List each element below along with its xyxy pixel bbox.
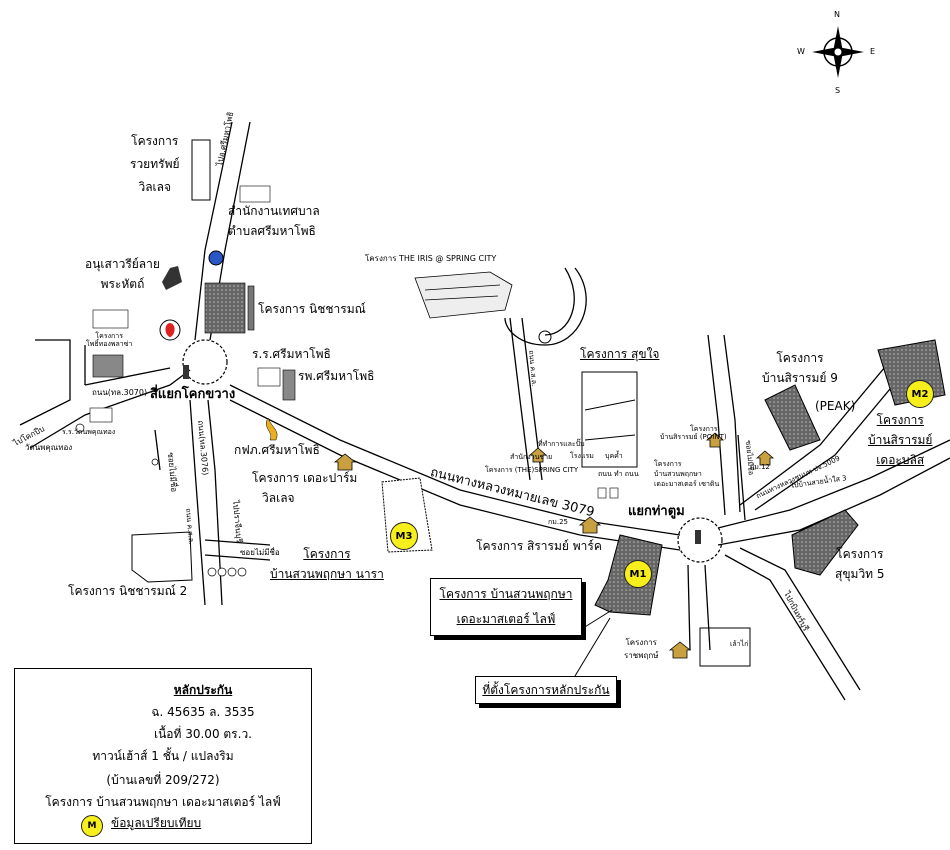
km-12-label: กม.12 (750, 463, 770, 471)
pea-label: กฟภ.ศรีมหาโพธิ (234, 443, 320, 457)
school-label: ร.ร.ศรีมหาโพธิ (252, 347, 331, 361)
sirarom9-plot (764, 384, 821, 451)
legend-marker: M (81, 815, 103, 837)
marker-m2: M2 (906, 380, 934, 408)
factory-label: โรงแรม (570, 452, 594, 460)
monument-label: อนุเสาวรีย์ลายพระหัตถ์ (85, 257, 160, 291)
traffic-light-icon (183, 365, 701, 544)
subject-project-callout: โครงการ บ้านสวนพฤกษา เดอะมาสเตอร์ ไลฟ์ (430, 578, 582, 636)
hospital-label: รพ.ศรีมหาโพธิ (298, 369, 375, 383)
pho-thong-buildings (92, 309, 129, 378)
subject-site-text: ที่ตั้งโครงการหลักประกัน (482, 682, 610, 697)
bank-label: บุคค้ำ (605, 452, 623, 460)
sirarom-point-label: โครงการบ้านสิรารมย์ (POINT) (660, 425, 727, 442)
school-building-icon (89, 185, 619, 499)
compass-east: E (870, 47, 876, 56)
sukjai-label: โครงการ สุขใจ (580, 347, 660, 361)
pea-icon (266, 417, 278, 441)
the-farm-label: โครงการ เดอะปาร์มวิลเลจ (252, 471, 358, 505)
tree-icons (75, 423, 247, 577)
marker-m1: M1 (624, 560, 652, 588)
spring-city-label: โครงการ (THE)SPRING CITY (485, 466, 579, 474)
small-soi-label-2: ซอยไม่มีชื่อ (240, 548, 280, 557)
sukhumvit5-label: โครงการสุขุมวิท 5 (835, 547, 885, 581)
subject-project-line-1: โครงการ บ้านสวนพฤกษา (439, 587, 573, 601)
legend-deed: ฉ. 45635 ล. 3535 (151, 705, 255, 719)
compass-icon (812, 26, 864, 78)
royal-village-plot (191, 139, 211, 201)
callout-leader (574, 617, 611, 677)
legend-house-no: (บ้านเลขที่ 209/272) (106, 773, 220, 787)
house-no-label: ถนน ทำ ถนน (598, 470, 639, 478)
royal-village-label: โครงการรวยทรัพย์วิลเลจ (130, 134, 180, 194)
legend-marker-label: ข้อมูลเปรียบเทียบ (111, 816, 202, 830)
marker-m3: M3 (390, 522, 418, 550)
ratchaphruk-label: โครงการราชพฤกษ์ (624, 638, 659, 661)
municipality-logo-icon (208, 250, 224, 266)
sirarom9-label: โครงการบ้านสิรารมย์ 9 (762, 351, 838, 385)
sirarom-park-label: โครงการ สิรารมย์ พาร์ค (476, 539, 602, 553)
chicken-farm-area (699, 627, 751, 667)
road-3070-label: ถนน(ทล.3070) (92, 388, 148, 397)
pho-thong-label: โครงการโพธิ์ทองพลาซ่า (86, 332, 133, 349)
compass-south: S (835, 86, 841, 95)
junction-khok-label: สี่แยกโคกขวาง (150, 387, 236, 402)
sukjai-plot (581, 371, 638, 468)
legend-area: เนื้อที่ 30.00 ตร.ว. (153, 727, 252, 741)
compass-north: N (834, 10, 840, 19)
km-25-label: กม.25 (548, 518, 568, 526)
municipality-label: สำนักงานเทศบาลตำบลศรีมหาโพธิ (228, 204, 320, 238)
house-icon (333, 432, 775, 659)
legend-title: หลักประกัน (173, 683, 233, 697)
school-wat-label: ร.ร.วัดนพคุณทอง (62, 428, 116, 436)
nitcharamp-buildings (204, 282, 255, 334)
legend-type: ทาวน์เฮ้าส์ 1 ชั้น / แปลงริม (92, 749, 234, 763)
subject-project-line-2: เดอะมาสเตอร์ ไลฟ์ (456, 612, 556, 626)
master-label: โครงการบ้านสวนพฤกษาเดอะมาสเตอร์ เซาติน (654, 460, 720, 489)
nitcharamp2-plot (131, 531, 193, 583)
compass-west: W (797, 47, 805, 56)
land-office-label: ที่ทำการและปั๊ม (538, 440, 585, 448)
legend-box: หลักประกัน ฉ. 45635 ล. 3535 เนื้อที่ 30.… (14, 668, 312, 844)
junction-tha-tum-label: แยกท่าตูม (628, 504, 685, 519)
monument-icon (162, 266, 182, 290)
gov-office-label: สำนักงานชาย (510, 453, 553, 461)
subject-site-callout: ที่ตั้งโครงการหลักประกัน (475, 676, 617, 704)
gas-station-icon (159, 319, 181, 341)
sirarom-bliss-label: โครงการบ้านสิรารมย์เดอะบลิส (868, 413, 933, 467)
iris-project-plot (414, 271, 513, 319)
nitcharamp2-label: โครงการ นิชชารมณ์ 2 (68, 584, 188, 598)
legend-project: โครงการ บ้านสวนพฤกษา เดอะมาสเตอร์ ไลฟ์ (45, 795, 281, 809)
iris-label: โครงการ THE IRIS @ SPRING CITY (365, 254, 497, 263)
nitcharamp-label: โครงการ นิชชารมณ์ (258, 302, 366, 316)
peak-label: (PEAK) (815, 399, 856, 413)
callout-leader (579, 609, 613, 631)
chicken-farm-label: เล้าไก่ (730, 640, 749, 648)
wat-label: วัดนพคุณทอง (25, 443, 73, 452)
suan-nara-label: โครงการบ้านสวนพฤกษา นารา (270, 547, 384, 581)
sukhumvit5-plot (791, 509, 859, 576)
